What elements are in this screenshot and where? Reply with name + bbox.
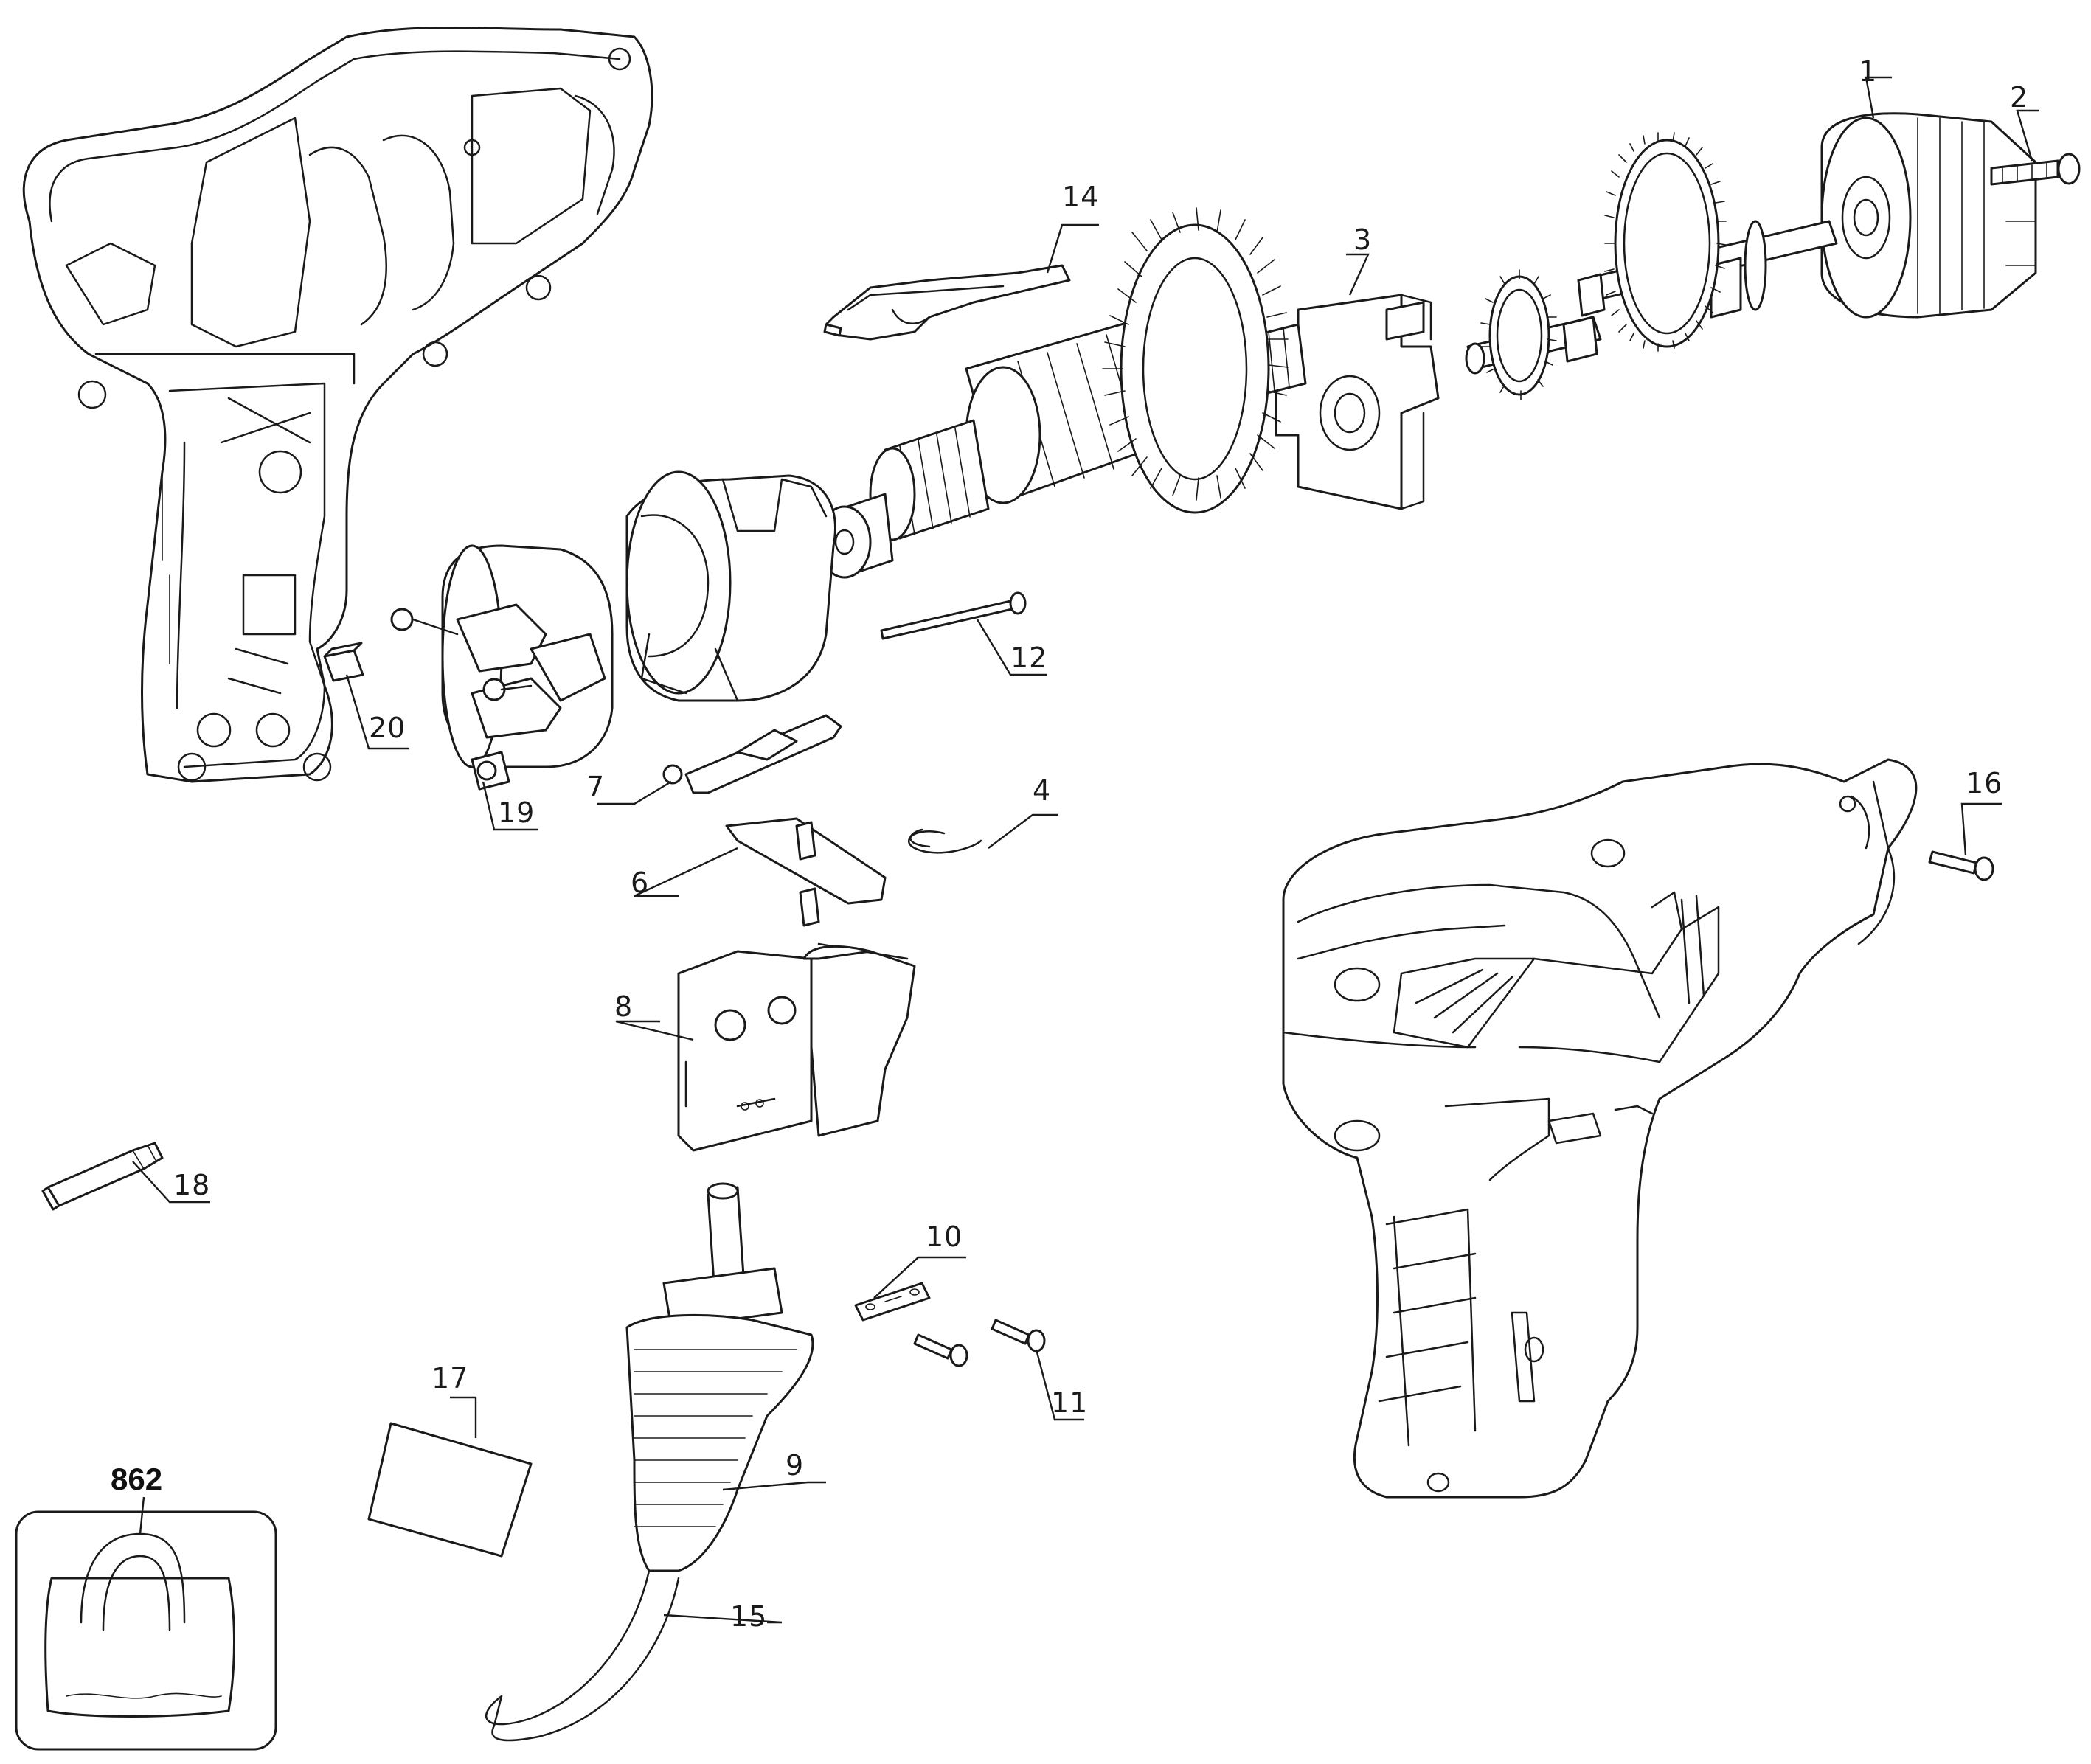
callout-19: 19 <box>498 796 535 829</box>
callout-20: 20 <box>369 712 406 744</box>
callout-7: 7 <box>586 771 605 803</box>
clamp-screw-b <box>991 1319 1046 1352</box>
clamp-screw-a <box>913 1333 968 1367</box>
screwdriver-bit <box>41 1142 164 1211</box>
housing-screw <box>1928 850 1994 881</box>
chuck <box>1820 112 2037 319</box>
kit-box <box>15 1510 277 1751</box>
housing-right-half <box>1282 758 1918 1499</box>
callout-12: 12 <box>1010 642 1047 674</box>
callout-10: 10 <box>926 1220 963 1253</box>
callout-3: 3 <box>1353 223 1372 256</box>
instruction-label <box>367 1422 533 1558</box>
power-cord <box>485 1569 680 1742</box>
callout-11: 11 <box>1051 1386 1088 1419</box>
callout-18: 18 <box>173 1169 210 1201</box>
housing-left-half <box>22 27 653 783</box>
callout-15: 15 <box>730 1600 767 1633</box>
callout-14: 14 <box>1062 181 1099 213</box>
callout-1: 1 <box>1859 55 1877 88</box>
callout-862: 862 <box>111 1462 162 1496</box>
brush-holder-plate <box>390 544 614 791</box>
through-bolt <box>880 591 1027 640</box>
callout-2: 2 <box>2010 81 2028 114</box>
cord-protector <box>625 1182 814 1572</box>
gear-plate <box>1275 294 1440 510</box>
callout-8: 8 <box>614 990 633 1023</box>
spindle-gear-assembly <box>1577 132 1838 352</box>
shroud-clip <box>823 264 1071 341</box>
callout-9: 9 <box>786 1449 804 1482</box>
callout-17: 17 <box>431 1362 468 1395</box>
cord-clamp <box>854 1282 931 1322</box>
callout-labels: 1 2 3 4 6 7 8 9 10 11 12 14 15 16 17 18 … <box>111 55 2028 1633</box>
spring-clip <box>908 828 982 854</box>
carbon-brush <box>323 642 364 682</box>
reverse-lever <box>662 714 842 794</box>
chuck-screw <box>1990 153 2081 186</box>
callout-4: 4 <box>1033 774 1051 807</box>
callout-16: 16 <box>1966 767 2002 799</box>
callout-6: 6 <box>631 867 649 899</box>
trigger-switch <box>677 942 916 1152</box>
intermediate-gear <box>1465 269 1602 400</box>
field-stator <box>625 470 836 702</box>
armature <box>817 207 1307 579</box>
leader-lines <box>132 76 2039 1624</box>
slide-switch <box>725 817 887 927</box>
